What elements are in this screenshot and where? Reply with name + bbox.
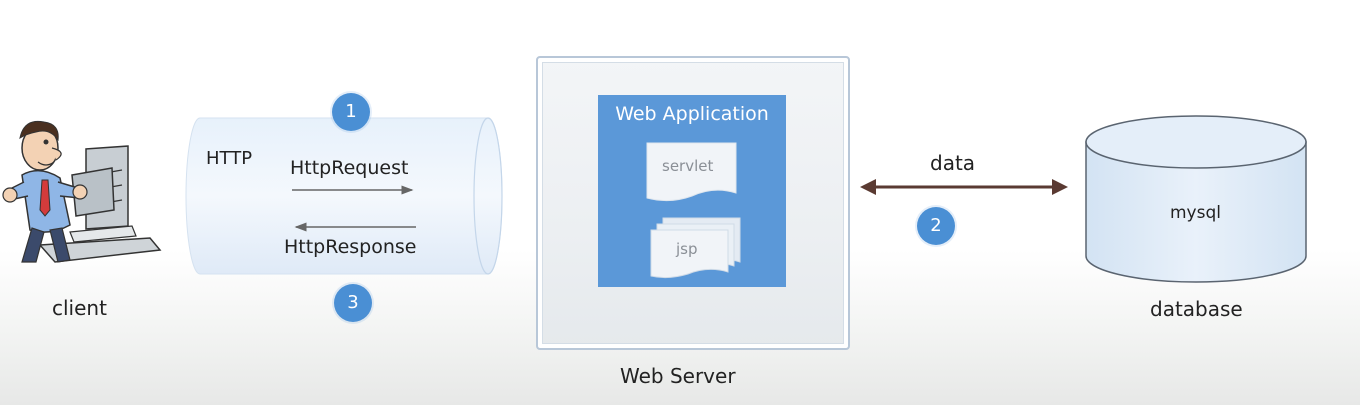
http-label: HTTP xyxy=(206,148,253,169)
servlet-label: servlet xyxy=(662,157,714,175)
step-1-badge: 1 xyxy=(332,93,370,131)
client-figure-icon xyxy=(2,120,162,263)
client-label: client xyxy=(52,296,107,320)
step-3-badge: 3 xyxy=(334,284,372,322)
web-application-title: Web Application xyxy=(615,103,769,125)
http-pipe xyxy=(185,117,503,275)
http-response-label: HttpResponse xyxy=(284,236,417,258)
step-2-badge: 2 xyxy=(917,207,955,245)
data-label: data xyxy=(930,151,976,175)
data-arrow xyxy=(860,179,1068,195)
jsp-document-stack-icon xyxy=(650,217,741,279)
mysql-label: mysql xyxy=(1170,203,1221,223)
jsp-label: jsp xyxy=(676,240,698,258)
http-request-label: HttpRequest xyxy=(290,157,409,179)
web-server-label: Web Server xyxy=(620,364,736,388)
servlet-document-icon xyxy=(646,142,737,202)
database-label: database xyxy=(1150,297,1243,321)
database-cylinder-icon xyxy=(1085,115,1307,283)
